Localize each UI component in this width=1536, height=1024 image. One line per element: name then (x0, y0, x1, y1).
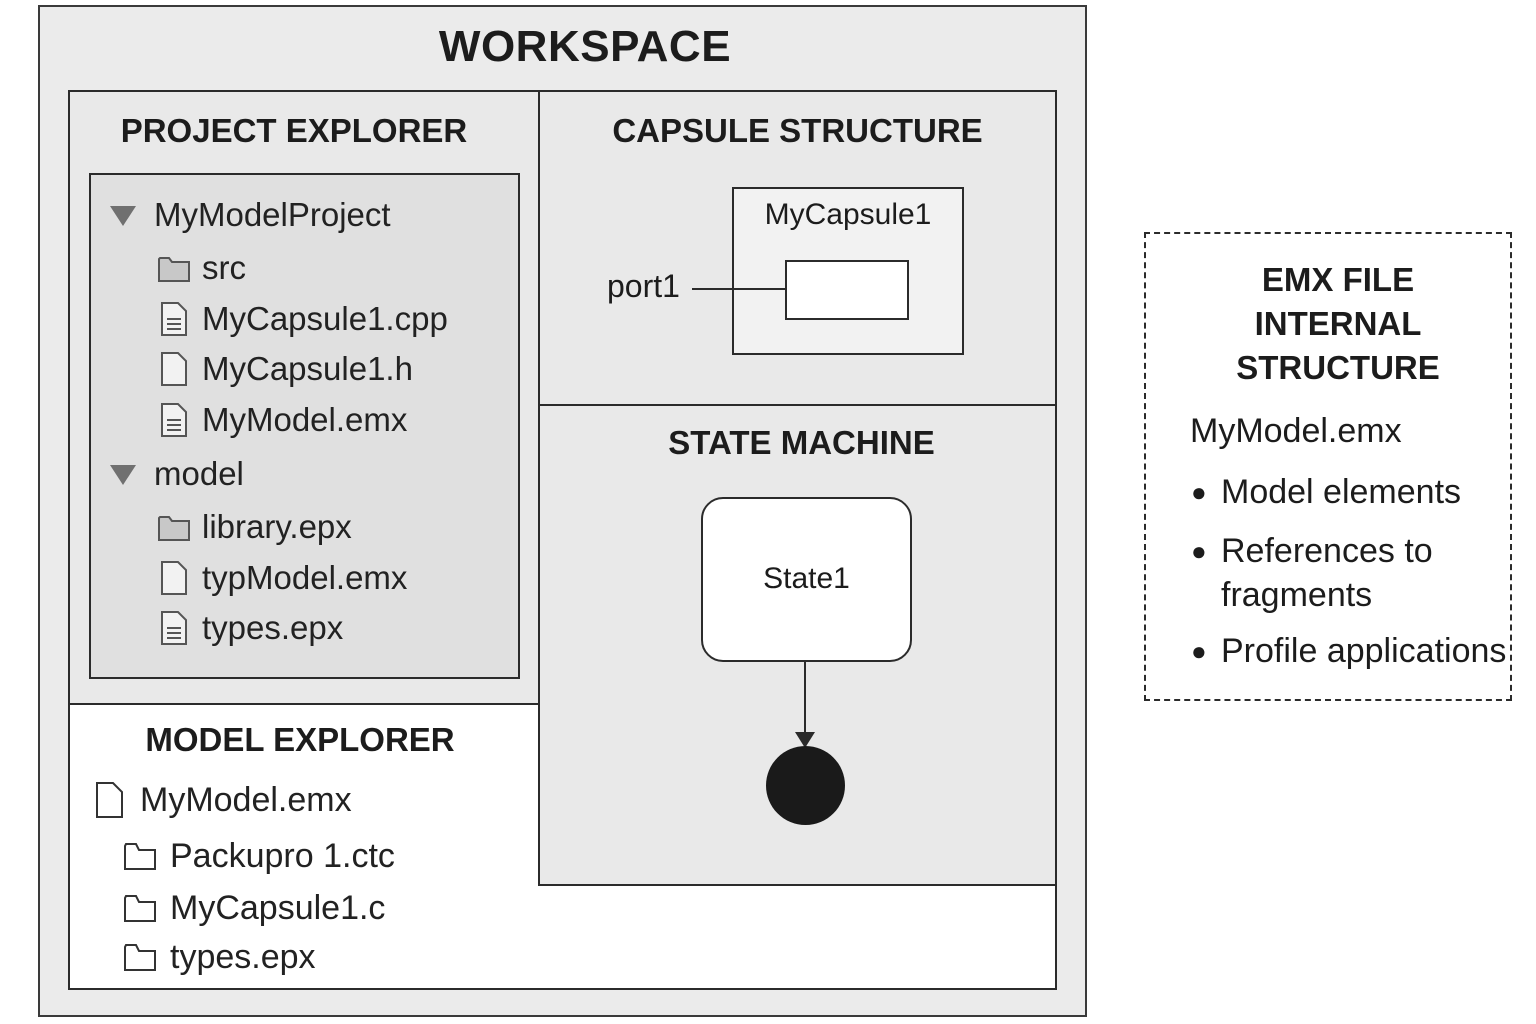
emx-bullet: ● Model elements (1191, 470, 1461, 514)
project-explorer-title: PROJECT EXPLORER (120, 112, 468, 149)
capsule-name: MyCapsule1 (764, 198, 932, 231)
folder-icon (158, 257, 190, 282)
workspace-title: WORKSPACE (438, 22, 732, 71)
transition-line (804, 661, 806, 736)
bullet-text: fragments (1221, 576, 1373, 614)
model-item-packupro[interactable]: Packupro 1.ctc (122, 833, 395, 879)
emx-structure-title: EMX FILE INTERNAL STRUCTURE (1170, 258, 1506, 390)
text-file-icon (161, 302, 187, 336)
model-item-label: MyCapsule1.c (170, 888, 386, 927)
model-explorer-title: MODEL EXPLORER (145, 721, 455, 758)
bullet-dot: ● (1191, 536, 1207, 566)
model-item-label: MyModel.emx (140, 780, 352, 819)
bullet-dot: ● (1191, 636, 1207, 666)
tree-item-label: types.epx (202, 609, 344, 646)
emx-title-line: EMX FILE (1261, 261, 1415, 298)
model-item-mycapsule1-c[interactable]: MyCapsule1.c (122, 885, 385, 931)
file-icon (96, 782, 123, 818)
tree-item-model[interactable]: model (108, 452, 244, 496)
final-state-node[interactable] (766, 746, 845, 825)
bullet-text: References to (1221, 532, 1433, 570)
tree-item-label: model (154, 455, 244, 492)
tree-item-label: src (202, 249, 246, 286)
model-item-mymodel-emx[interactable]: MyModel.emx (92, 777, 352, 823)
emx-title-line: STRUCTURE (1236, 349, 1440, 386)
port-label: port1 (607, 268, 680, 304)
tree-item-mycapsule1-h[interactable]: MyCapsule1.h (156, 347, 413, 391)
expand-triangle-icon[interactable] (108, 200, 138, 230)
tree-item-src[interactable]: src (156, 246, 246, 290)
model-item-label: types.epx (170, 937, 316, 976)
file-icon (161, 352, 187, 386)
file-icon (161, 561, 187, 595)
folder-icon (124, 843, 156, 870)
emx-bullet: ● Profile applications (1191, 629, 1506, 673)
tree-item-types-epx[interactable]: types.epx (156, 606, 343, 650)
tree-item-mymodelproject[interactable]: MyModelProject (108, 193, 391, 237)
transition-arrowhead (795, 732, 815, 748)
state-label: State1 (763, 562, 850, 595)
emx-structure-note (1144, 232, 1512, 701)
state-node[interactable] (701, 497, 912, 662)
emx-bullet: ● References to fragments (1191, 529, 1433, 617)
bullet-text: Model elements (1221, 473, 1462, 511)
bullet-dot: ● (1191, 477, 1207, 507)
bullet-text: Profile applications (1221, 632, 1507, 670)
folder-icon (124, 895, 156, 922)
tree-item-label: typModel.emx (202, 559, 408, 596)
tree-item-label: MyCapsule1.h (202, 350, 413, 387)
tree-item-mymodel-emx[interactable]: MyModel.emx (156, 398, 407, 442)
tree-item-label: MyModelProject (154, 196, 391, 233)
tree-item-label: MyModel.emx (202, 401, 408, 438)
state-machine-title: STATE MACHINE (668, 424, 935, 461)
tree-item-mycapsule1-cpp[interactable]: MyCapsule1.cpp (156, 297, 448, 341)
expand-triangle-icon[interactable] (108, 459, 138, 489)
emx-file-name: MyModel.emx (1190, 412, 1402, 450)
text-file-icon (161, 403, 187, 437)
tree-item-typmodel-emx[interactable]: typModel.emx (156, 556, 407, 600)
tree-item-label: MyCapsule1.cpp (202, 300, 448, 337)
text-file-icon (161, 611, 187, 645)
model-item-label: Packupro 1.ctc (170, 836, 395, 875)
tree-item-library-epx[interactable]: library.epx (156, 505, 352, 549)
model-item-types-epx[interactable]: types.epx (122, 934, 316, 980)
emx-title-line: INTERNAL (1254, 305, 1422, 342)
capsule-structure-title: CAPSULE STRUCTURE (612, 112, 983, 149)
tree-item-label: library.epx (202, 508, 352, 545)
folder-icon (124, 944, 156, 971)
capsule-part[interactable] (785, 260, 909, 320)
port-connector (692, 288, 786, 290)
folder-icon (158, 516, 190, 541)
